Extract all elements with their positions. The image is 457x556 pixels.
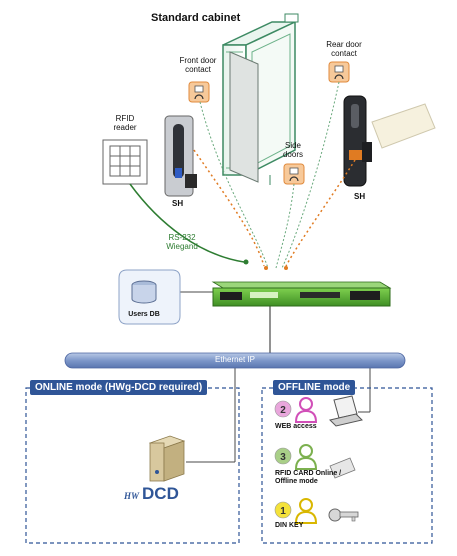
rfid-reader-label: RFID reader	[113, 114, 137, 133]
offline-mode-title: OFFLINE mode	[273, 380, 356, 395]
ethernet-bus	[64, 352, 406, 369]
badge-number-rfid: 3	[280, 452, 286, 463]
diagram-title: Standard cabinet	[151, 12, 241, 24]
users-db-bubble	[118, 269, 181, 325]
swing-handle-left	[164, 115, 197, 197]
ethernet-label: Ethernet IP	[214, 355, 256, 364]
side-doors-label: Side doors	[282, 141, 303, 160]
rear-door-contact-label: Rear door contact	[326, 40, 362, 59]
user-icon-din	[294, 498, 318, 524]
front-door-contact-label: Front door contact	[179, 56, 217, 75]
din-key-label: DIN KEY	[275, 522, 304, 529]
rfid-card-icon	[329, 457, 356, 479]
server-tower	[148, 435, 186, 482]
dcd-logo-prefix: HW	[124, 491, 140, 501]
swing-handle-right	[343, 95, 372, 187]
front-door-contact-sensor	[188, 81, 210, 103]
sh-right-label: SH	[354, 192, 366, 201]
rfid-card-label: RFID CARD Online / Offline mode	[275, 470, 342, 486]
user-icon-web	[294, 397, 318, 423]
online-mode-title: ONLINE mode (HWg-DCD required)	[30, 380, 208, 395]
standard-cabinet	[222, 13, 299, 185]
sh-left-label: SH	[172, 199, 184, 208]
rfid-reader	[102, 139, 148, 185]
dcd-logo-text: DCD	[142, 484, 179, 503]
user-icon-rfid	[294, 444, 318, 470]
badge-web: 2	[274, 400, 292, 418]
badge-din: 1	[274, 501, 292, 519]
green-device	[211, 281, 392, 307]
connections	[129, 81, 371, 463]
key-icon	[328, 508, 359, 522]
side-doors-sensor	[283, 163, 305, 185]
badge-rfid: 3	[274, 447, 292, 465]
badge-number-din: 1	[280, 506, 286, 517]
online-mode-box	[25, 387, 240, 544]
laptop-icon	[329, 395, 363, 427]
rs232-wiegand-label: RS-232 Wiegand	[166, 233, 198, 252]
rfid-card-right	[371, 103, 436, 149]
users-db-label: Users DB	[128, 311, 160, 318]
web-access-label: WEB access	[275, 423, 317, 430]
rear-door-contact-sensor	[328, 61, 350, 83]
badge-number-web: 2	[280, 405, 286, 416]
